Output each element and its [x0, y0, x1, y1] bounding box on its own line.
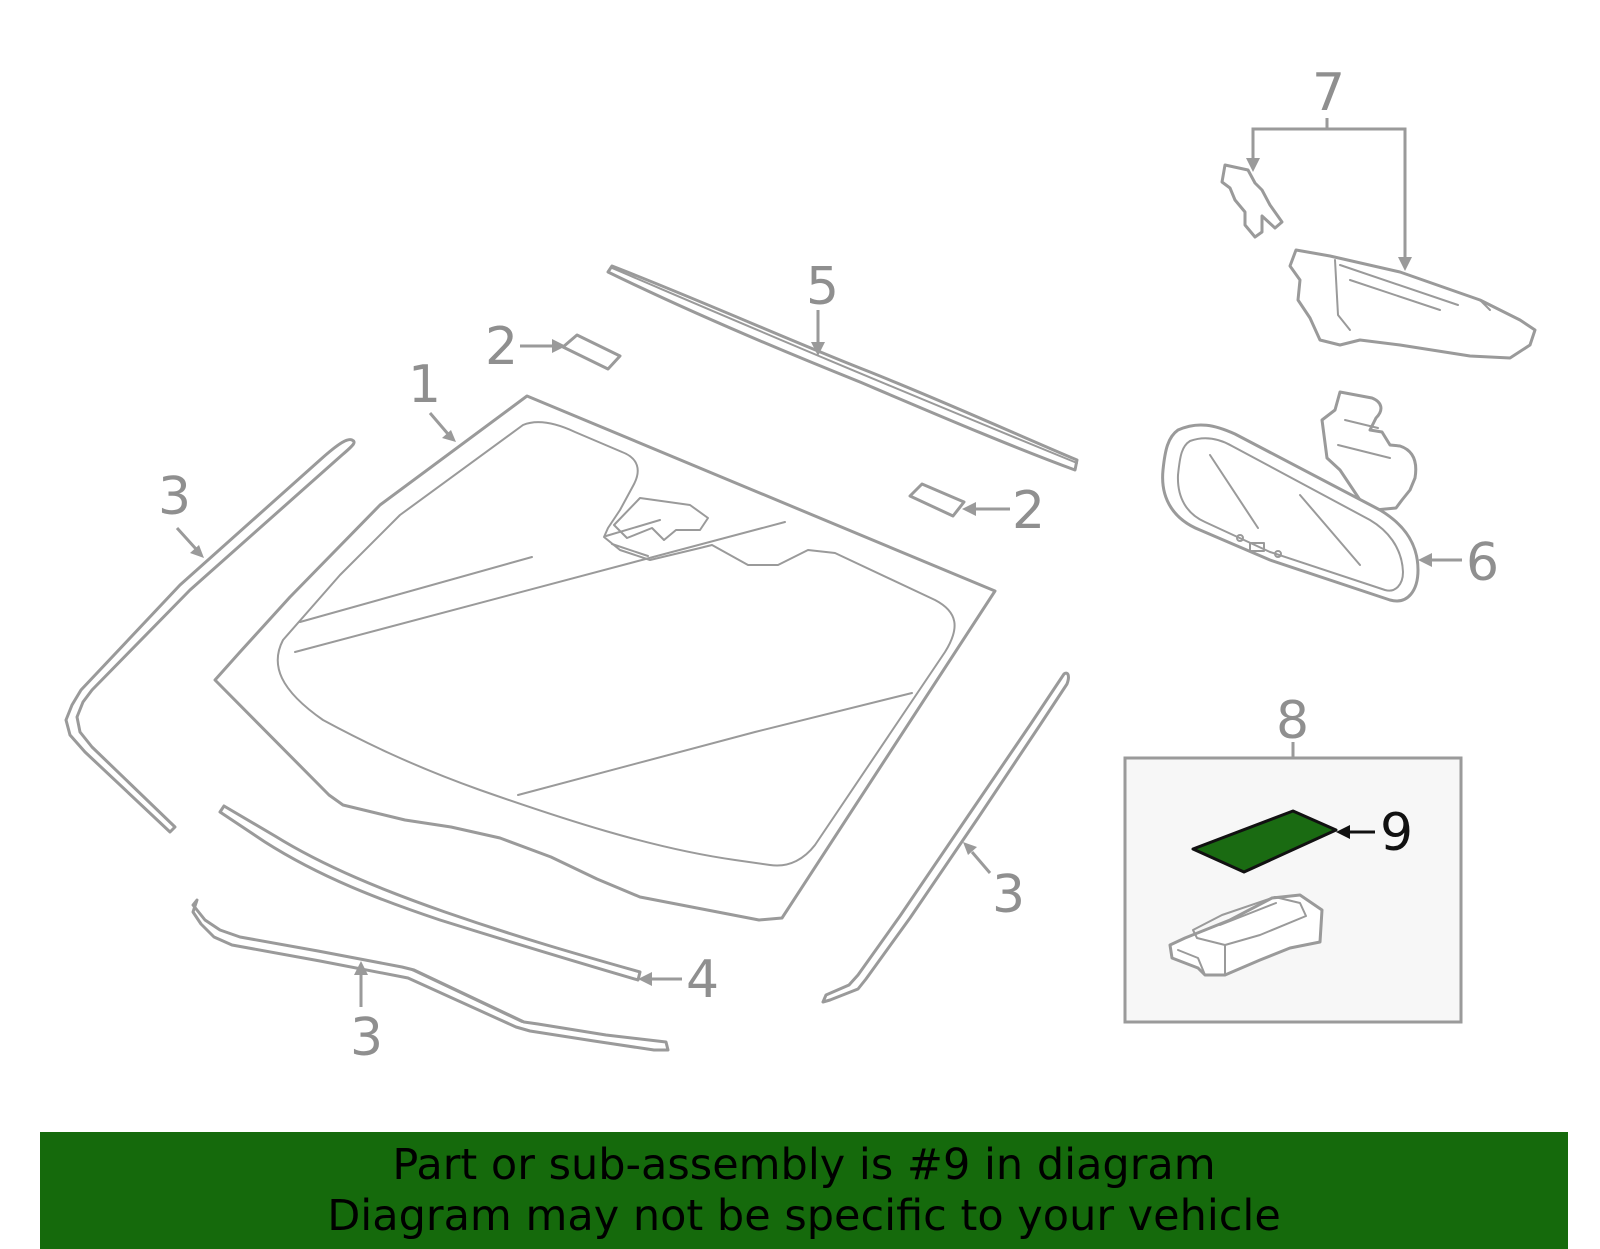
mirror-cover-small[interactable]	[1220, 163, 1284, 239]
callout-3-right: 3	[992, 865, 1025, 925]
leader-5	[811, 310, 825, 356]
banner-line-part: Part or sub-assembly is #9 in diagram	[392, 1140, 1216, 1190]
inside-rearview-mirror[interactable]	[1161, 390, 1420, 603]
leader-2b	[962, 502, 1010, 516]
moulding-right-side[interactable]	[821, 671, 1070, 1004]
leader-9	[1336, 825, 1375, 839]
highlighted-part-9[interactable]	[1191, 809, 1338, 874]
callout-3-left: 3	[158, 467, 191, 527]
banner-line-disclaimer: Diagram may not be specific to your vehi…	[327, 1191, 1281, 1241]
windshield-glass[interactable]	[213, 394, 997, 922]
callout-2-upper: 2	[485, 317, 518, 377]
leader-1	[428, 412, 456, 442]
mirror-cover-large[interactable]	[1288, 248, 1537, 360]
sensor-assembly-box	[1123, 756, 1463, 1024]
rain-sensor-housing[interactable]	[1168, 893, 1324, 977]
moulding-left-side[interactable]	[64, 438, 356, 834]
callout-9: 9	[1380, 803, 1413, 863]
spacer-upper[interactable]	[561, 333, 622, 371]
callout-1: 1	[408, 355, 441, 415]
upper-moulding[interactable]	[606, 264, 1079, 472]
callout-7: 7	[1312, 63, 1345, 123]
leader-4	[638, 972, 682, 986]
callout-8: 8	[1276, 691, 1309, 751]
cowl-moulding[interactable]	[218, 804, 642, 982]
leader-3b	[963, 842, 992, 874]
spacer-right[interactable]	[908, 482, 966, 518]
leader-7	[1246, 118, 1412, 271]
callout-3-lower: 3	[350, 1008, 383, 1068]
callout-6: 6	[1466, 533, 1499, 593]
leader-6	[1418, 553, 1462, 567]
callout-5: 5	[806, 257, 839, 317]
leader-3a	[175, 526, 204, 558]
callout-2-right: 2	[1012, 481, 1045, 541]
info-banner-background	[40, 1132, 1568, 1249]
info-banner: Part or sub-assembly is #9 in diagram Di…	[40, 1132, 1568, 1249]
leader-3c	[354, 961, 368, 1007]
callout-4: 4	[686, 950, 719, 1010]
moulding-lower[interactable]	[191, 898, 670, 1052]
leader-2a	[520, 339, 566, 353]
